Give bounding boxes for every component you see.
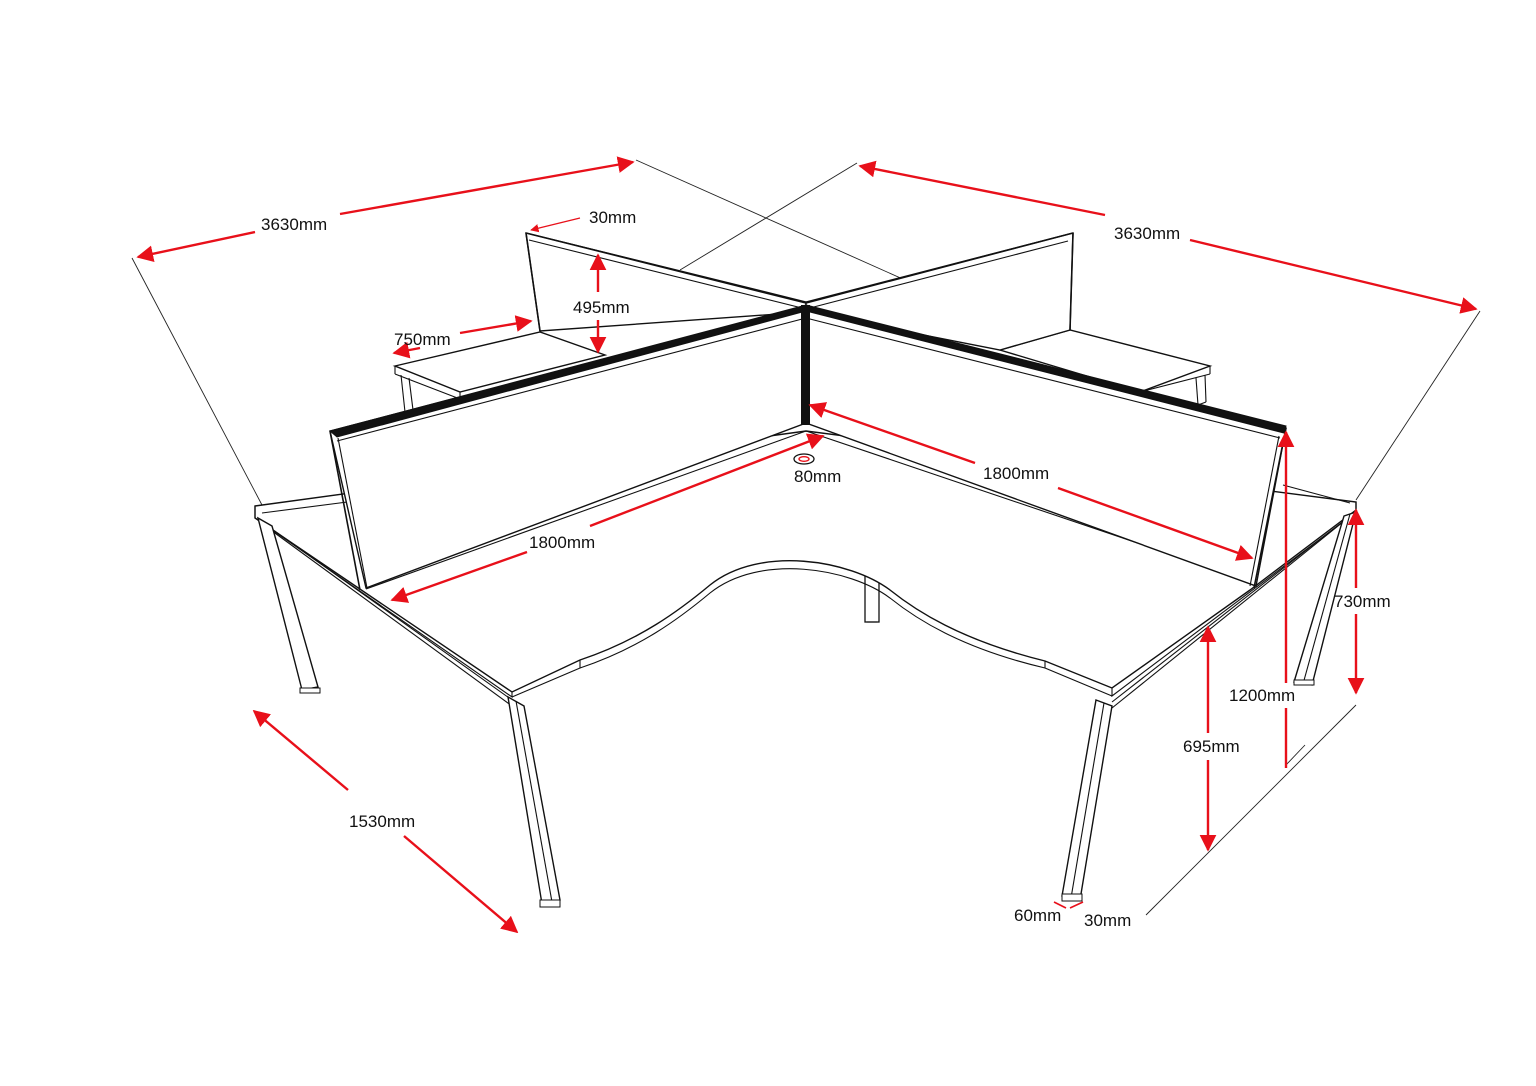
extension-lines bbox=[131, 159, 1481, 916]
label-leg-clearance: 695mm bbox=[1183, 737, 1240, 756]
dim-arrow-length-right bbox=[808, 402, 976, 465]
label-total-height: 1200mm bbox=[1229, 686, 1295, 705]
label-desk-depth: 1530mm bbox=[349, 812, 415, 831]
label-leg-width: 60mm bbox=[1014, 906, 1061, 925]
label-leg-depth: 30mm bbox=[1084, 911, 1131, 930]
cable-port bbox=[793, 453, 815, 465]
centre-back-leg bbox=[864, 569, 880, 623]
dim-arrow-width-right bbox=[858, 160, 1106, 217]
centre-screen-post bbox=[801, 305, 810, 425]
dim-arrow-desk-depth bbox=[252, 709, 349, 791]
label-length-right: 1800mm bbox=[983, 464, 1049, 483]
label-return-depth: 750mm bbox=[394, 330, 451, 349]
dim-arrow-leg-width bbox=[1053, 901, 1067, 909]
label-desk-height: 730mm bbox=[1334, 592, 1391, 611]
dim-arrow-width-left bbox=[136, 230, 256, 263]
label-width-right: 3630mm bbox=[1114, 224, 1180, 243]
dimension-labels: 3630mm 3630mm 30mm 495mm 750mm 80mm 1800… bbox=[261, 208, 1391, 930]
dimension-arrows bbox=[136, 156, 1478, 934]
leg-front-right bbox=[1061, 699, 1113, 902]
desk-frame-rails bbox=[261, 515, 1351, 709]
label-screen-thickness: 30mm bbox=[589, 208, 636, 227]
leg-left bbox=[256, 516, 321, 694]
label-cable-port: 80mm bbox=[794, 467, 841, 486]
label-length-left: 1800mm bbox=[529, 533, 595, 552]
label-screen-height: 495mm bbox=[573, 298, 630, 317]
leg-front-left bbox=[507, 695, 561, 908]
dim-arrow-length-left bbox=[589, 433, 825, 528]
label-width-left: 3630mm bbox=[261, 215, 327, 234]
dim-arrow-leg-depth bbox=[1069, 901, 1084, 909]
dim-arrow-return-depth bbox=[459, 315, 533, 335]
dim-arrow-screen-thickness bbox=[530, 217, 581, 233]
